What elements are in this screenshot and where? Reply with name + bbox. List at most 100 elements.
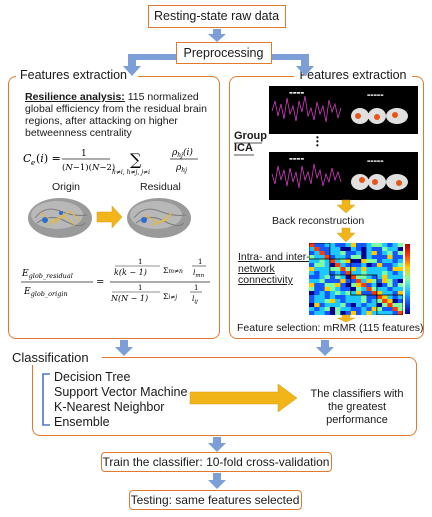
matrix-cell bbox=[335, 251, 341, 256]
svg-text:C: C bbox=[23, 152, 32, 165]
matrix-cell bbox=[329, 275, 336, 280]
matrix-cell bbox=[366, 279, 372, 284]
matrix-cell bbox=[392, 243, 399, 248]
svg-text:Eglob_origin: Eglob_origin bbox=[23, 287, 68, 298]
matrix-cell bbox=[329, 283, 336, 288]
matrix-cell bbox=[387, 271, 393, 276]
matrix-cell bbox=[387, 303, 393, 308]
matrix-cell bbox=[387, 291, 393, 296]
classifier-list: Decision Tree Support Vector Machine K-N… bbox=[54, 370, 187, 430]
matrix-cell bbox=[345, 243, 352, 248]
matrix-cell bbox=[387, 247, 393, 252]
matrix-cell bbox=[397, 287, 404, 292]
matrix-cell bbox=[319, 287, 325, 292]
matrix-cell bbox=[371, 307, 378, 312]
matrix-cell bbox=[350, 279, 357, 284]
matrix-cell bbox=[314, 243, 320, 248]
matrix-cell bbox=[340, 271, 346, 276]
matrix-cell bbox=[335, 303, 341, 308]
matrix-cell bbox=[371, 243, 378, 248]
efficiency-formula: Eglob_residual Eglob_origin = 1 k(k − 1)… bbox=[20, 258, 218, 306]
matrix-cell bbox=[345, 251, 352, 256]
matrix-cell bbox=[387, 279, 393, 284]
matrix-cell bbox=[376, 263, 383, 268]
matrix-cell bbox=[324, 275, 331, 280]
matrix-cell bbox=[340, 307, 346, 312]
matrix-cell bbox=[335, 275, 341, 280]
residual-brain-image bbox=[124, 193, 194, 241]
matrix-cell bbox=[356, 255, 362, 260]
svg-text:Σi≠j: Σi≠j bbox=[163, 292, 177, 301]
matrix-cell bbox=[350, 263, 357, 268]
matrix-cell bbox=[371, 299, 378, 304]
matrix-cell bbox=[376, 247, 383, 252]
matrix-cell bbox=[392, 271, 399, 276]
matrix-cell bbox=[392, 259, 399, 264]
matrix-cell bbox=[371, 303, 378, 308]
matrix-cell bbox=[376, 307, 383, 312]
matrix-cell bbox=[371, 255, 378, 260]
matrix-cell bbox=[309, 247, 315, 252]
matrix-cell bbox=[350, 251, 357, 256]
matrix-cell bbox=[361, 311, 367, 316]
matrix-cell bbox=[350, 287, 357, 292]
preprocessing-box: Preprocessing bbox=[176, 42, 272, 64]
svg-text:▬▬▬▬: ▬▬▬▬ bbox=[289, 156, 304, 161]
matrix-cell bbox=[371, 295, 378, 300]
matrix-cell bbox=[345, 279, 352, 284]
matrix-cell bbox=[361, 267, 367, 272]
testing-box: Testing: same features selected bbox=[129, 490, 302, 510]
svg-text:N(N − 1): N(N − 1) bbox=[110, 294, 148, 303]
matrix-cell bbox=[314, 283, 320, 288]
matrix-cell bbox=[397, 279, 404, 284]
matrix-cell bbox=[340, 255, 346, 260]
matrix-cell bbox=[361, 275, 367, 280]
matrix-cell bbox=[371, 287, 378, 292]
raw-data-box: Resting-state raw data bbox=[148, 5, 286, 28]
matrix-cell bbox=[382, 311, 388, 316]
matrix-cell bbox=[309, 279, 315, 284]
matrix-cell bbox=[350, 291, 357, 296]
matrix-cell bbox=[397, 271, 404, 276]
matrix-cell bbox=[324, 283, 331, 288]
matrix-cell bbox=[340, 263, 346, 268]
matrix-cell bbox=[361, 283, 367, 288]
matrix-cell bbox=[371, 271, 378, 276]
matrix-cell bbox=[309, 259, 315, 264]
matrix-cell bbox=[366, 287, 372, 292]
matrix-cell bbox=[314, 287, 320, 292]
matrix-cell bbox=[376, 275, 383, 280]
matrix-cell bbox=[345, 263, 352, 268]
matrix-cell bbox=[340, 243, 346, 248]
matrix-cell bbox=[376, 303, 383, 308]
matrix-cell bbox=[376, 295, 383, 300]
matrix-cell bbox=[356, 311, 362, 316]
matrix-cell bbox=[335, 287, 341, 292]
matrix-cell bbox=[392, 251, 399, 256]
matrix-cell bbox=[387, 283, 393, 288]
matrix-cell bbox=[382, 267, 388, 272]
origin-brain-image bbox=[25, 193, 95, 241]
matrix-cell bbox=[361, 263, 367, 268]
svg-text:ρhj: ρhj bbox=[175, 163, 187, 174]
matrix-cell bbox=[356, 303, 362, 308]
matrix-cell bbox=[397, 263, 404, 268]
matrix-cell bbox=[382, 251, 388, 256]
matrix-cell bbox=[392, 295, 399, 300]
matrix-cell bbox=[376, 291, 383, 296]
matrix-cell bbox=[387, 263, 393, 268]
matrix-cell bbox=[361, 279, 367, 284]
matrix-cell bbox=[356, 295, 362, 300]
matrix-cell bbox=[366, 263, 372, 268]
matrix-cell bbox=[382, 287, 388, 292]
matrix-cell bbox=[350, 267, 357, 272]
matrix-cell bbox=[366, 259, 372, 264]
matrix-cell bbox=[392, 291, 399, 296]
matrix-cell bbox=[345, 275, 352, 280]
matrix-cell bbox=[392, 263, 399, 268]
matrix-cell bbox=[314, 255, 320, 260]
matrix-cell bbox=[350, 275, 357, 280]
matrix-cell bbox=[329, 303, 336, 308]
matrix-cell bbox=[314, 295, 320, 300]
matrix-cell bbox=[324, 279, 331, 284]
